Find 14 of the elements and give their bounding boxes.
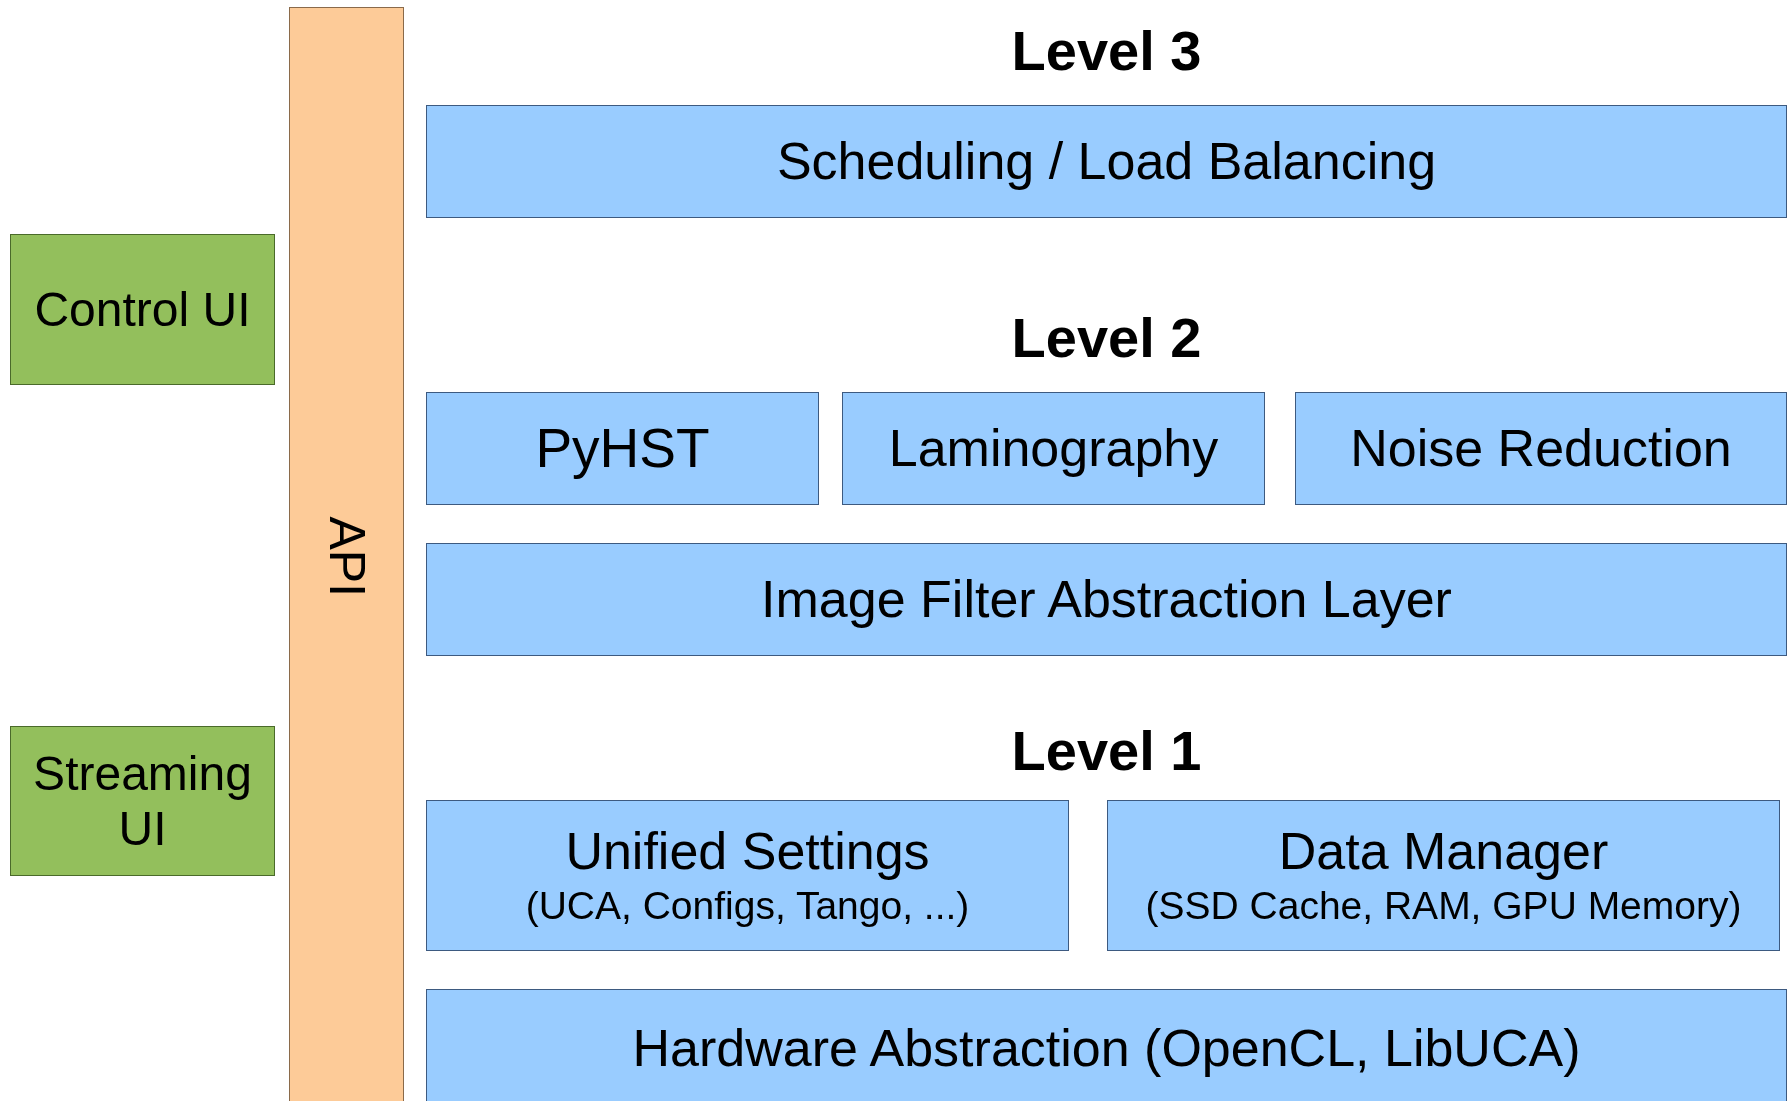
layer-box: Data Manager (SSD Cache, RAM, GPU Memory) — [1107, 800, 1780, 951]
level-heading: Level 3 — [1010, 18, 1203, 83]
layer-box: Laminography — [842, 392, 1265, 505]
layer-box: Noise Reduction — [1295, 392, 1787, 505]
layer-box: PyHST — [426, 392, 819, 505]
layer-box: Hardware Abstraction (OpenCL, LibUCA) — [426, 989, 1787, 1101]
layer-box: Unified Settings (UCA, Configs, Tango, ...) — [426, 800, 1069, 951]
level-heading: Level 1 — [1010, 718, 1203, 783]
layer-box: Scheduling / Load Balancing — [426, 105, 1787, 218]
level-heading: Level 2 — [1010, 305, 1203, 370]
api-bar: API — [289, 7, 404, 1101]
ui-box: Control UI — [10, 234, 275, 385]
ui-box: Streaming UI — [10, 726, 275, 876]
layer-box: Image Filter Abstraction Layer — [426, 543, 1787, 656]
